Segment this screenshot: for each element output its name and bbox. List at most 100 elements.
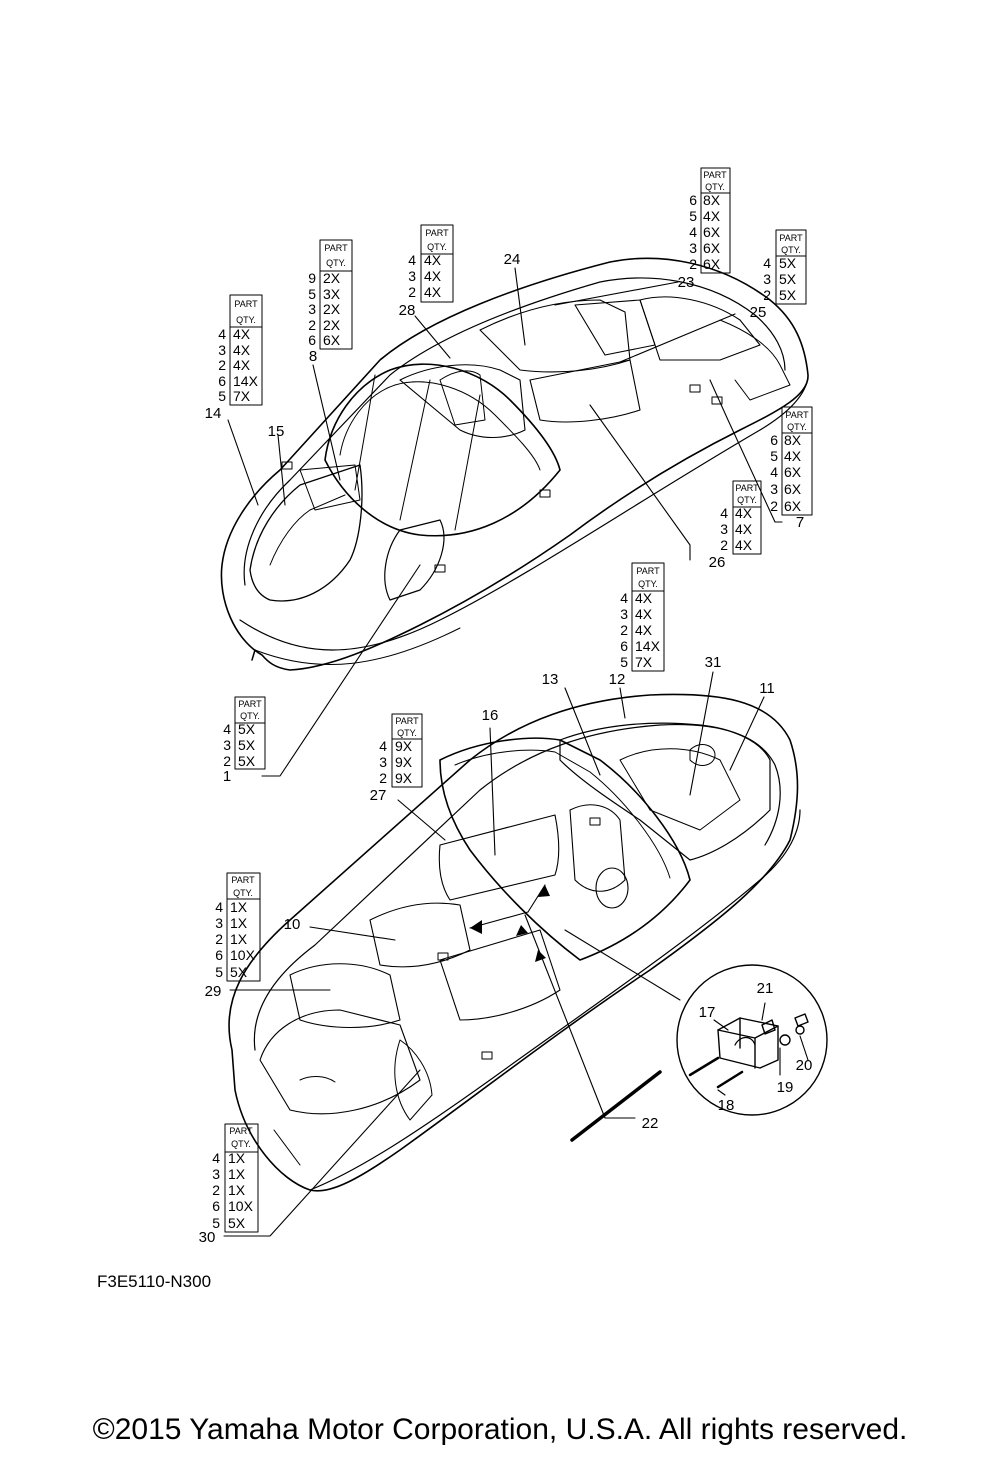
qty-table-header-part: PART: [395, 716, 419, 726]
qty-table-header-part: PART: [779, 233, 803, 243]
qty-table-header-qty: QTY.: [231, 1139, 251, 1149]
qty-row-part: 2: [223, 753, 231, 769]
qty-row-part: 6: [770, 432, 778, 448]
callout-14: 14: [205, 405, 222, 422]
qty-row-part: 4: [408, 252, 416, 268]
qty-row-qty: 5X: [238, 721, 256, 737]
qty-row-part: 2: [408, 284, 416, 300]
qty-row-qty: 4X: [233, 326, 251, 342]
qty-row-qty: 4X: [703, 208, 721, 224]
qty-row-part: 3: [689, 240, 697, 256]
callout-30: 30: [199, 1229, 216, 1246]
qty-table-header-qty: QTY.: [638, 579, 658, 589]
callout-19: 19: [777, 1079, 794, 1096]
qty-row-part: 3: [223, 737, 231, 753]
qty-row-part: 2: [215, 931, 223, 947]
qty-row-part: 5: [218, 388, 226, 404]
callout-11: 11: [759, 680, 775, 697]
qty-row-part: 5: [770, 448, 778, 464]
qty-row-qty: 5X: [228, 1215, 246, 1231]
callout-17: 17: [699, 1004, 716, 1021]
callout-10: 10: [284, 916, 301, 933]
callout-16: 16: [482, 707, 499, 724]
qty-row-qty: 10X: [230, 947, 256, 963]
hardware-detail-inset: [676, 964, 828, 1116]
qty-row-part: 6: [308, 332, 316, 348]
qty-table-header-part: PART: [425, 228, 449, 238]
qty-row-part: 3: [620, 606, 628, 622]
qty-row-part: 5: [308, 286, 316, 302]
qty-row-part: 5: [689, 208, 697, 224]
qty-row-qty: 4X: [635, 622, 653, 638]
qty-row-part: 4: [763, 255, 771, 271]
qty-row-qty: 6X: [784, 481, 802, 497]
callout-25: 25: [750, 304, 767, 321]
bottom-boat-illustration: [228, 693, 801, 1192]
qty-row-part: 3: [308, 301, 316, 317]
qty-row-qty: 7X: [635, 654, 653, 670]
qty-row-part: 4: [223, 721, 231, 737]
qty-table-header-qty: QTY.: [240, 711, 260, 721]
qty-table-header-part: PART: [735, 483, 759, 493]
arrowheads: [470, 885, 550, 962]
qty-table-header-part: PART: [238, 699, 262, 709]
qty-row-qty: 5X: [779, 271, 797, 287]
callout-27: 27: [370, 787, 387, 804]
qty-row-part: 4: [212, 1150, 220, 1166]
copyright-notice: ©2015 Yamaha Motor Corporation, U.S.A. A…: [92, 1413, 908, 1446]
qty-row-qty: 1X: [230, 915, 248, 931]
qty-row-part: 4: [620, 590, 628, 606]
qty-row-qty: 9X: [395, 770, 413, 786]
callout-29: 29: [205, 983, 222, 1000]
qty-table-header-part: PART: [324, 243, 348, 253]
callout-numbers: 1 7 8 10 11 12 13 14 15 16 17 18 19 20 2…: [199, 251, 813, 1246]
qty-table-header-qty: QTY.: [787, 422, 807, 432]
qty-row-qty: 9X: [395, 738, 413, 754]
qty-table-header-qty: QTY.: [326, 258, 346, 268]
callout-21: 21: [757, 980, 774, 997]
qty-row-part: 3: [408, 268, 416, 284]
qty-row-qty: 5X: [779, 287, 797, 303]
qty-row-part: 2: [620, 622, 628, 638]
callout-24: 24: [504, 251, 521, 268]
qty-table-header-qty: QTY.: [233, 888, 253, 898]
qty-row-qty: 14X: [635, 638, 661, 654]
qty-row-qty: 7X: [233, 388, 251, 404]
qty-row-part: 6: [689, 192, 697, 208]
qty-row-qty: 1X: [228, 1166, 246, 1182]
callout-13: 13: [542, 671, 559, 688]
qty-row-part: 5: [212, 1215, 220, 1231]
qty-row-qty: 6X: [784, 498, 802, 514]
qty-row-part: 3: [720, 521, 728, 537]
callout-18: 18: [718, 1097, 735, 1114]
qty-row-part: 9: [308, 270, 316, 286]
qty-table-header-part: PART: [231, 875, 255, 885]
qty-row-qty: 6X: [323, 332, 341, 348]
qty-row-qty: 8X: [703, 192, 721, 208]
callout-26: 26: [709, 554, 726, 571]
qty-row-part: 2: [689, 256, 697, 272]
qty-row-qty: 4X: [424, 284, 442, 300]
qty-row-part: 2: [763, 287, 771, 303]
qty-row-part: 4: [218, 326, 226, 342]
qty-row-qty: 5X: [238, 753, 256, 769]
qty-table-header-qty: QTY.: [236, 315, 256, 325]
qty-row-part: 6: [215, 947, 223, 963]
qty-row-part: 2: [379, 770, 387, 786]
qty-table-header-part: PART: [636, 566, 660, 576]
qty-table-header-qty: QTY.: [737, 495, 757, 505]
qty-row-qty: 6X: [784, 464, 802, 480]
callout-31: 31: [705, 654, 722, 671]
qty-row-qty: 4X: [424, 252, 442, 268]
qty-row-part: 2: [218, 357, 226, 373]
qty-row-part: 6: [218, 373, 226, 389]
